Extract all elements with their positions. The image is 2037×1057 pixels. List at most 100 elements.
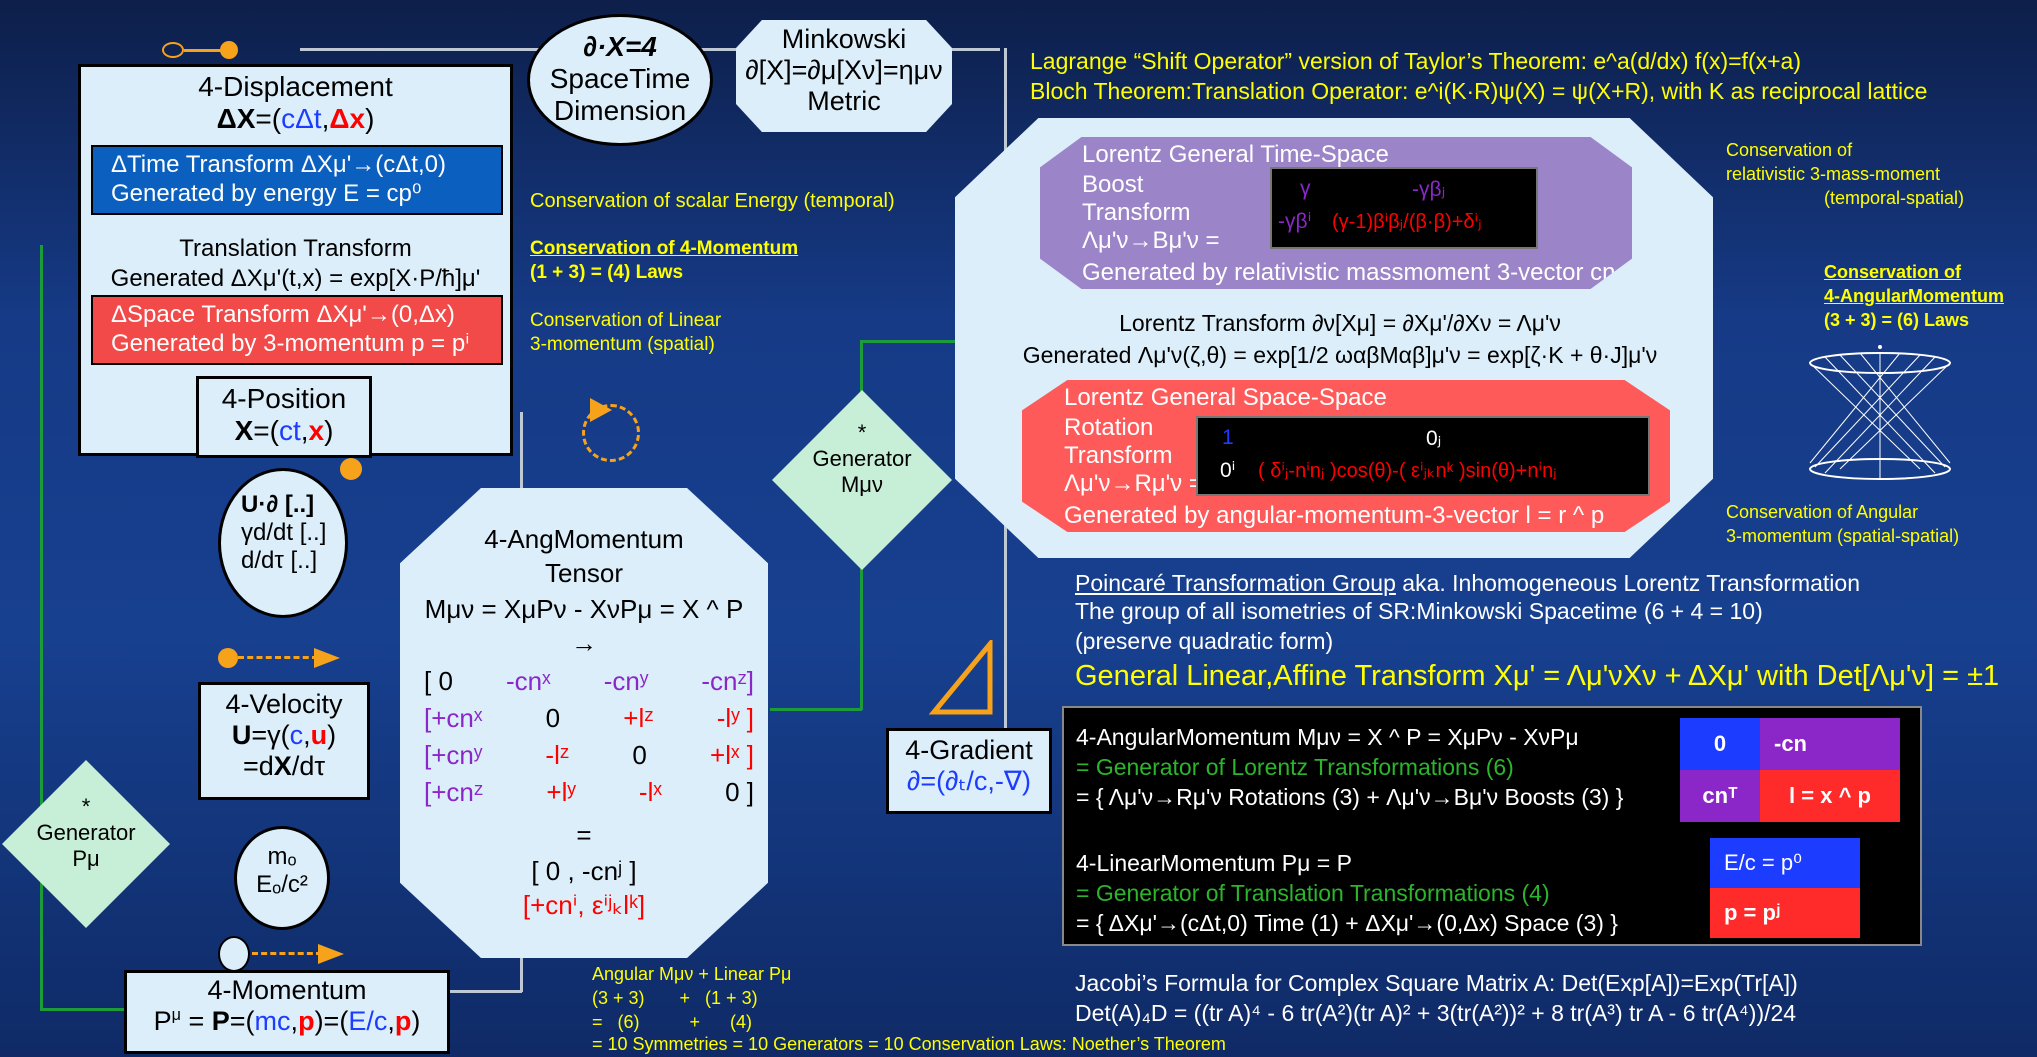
- position-box: 4-Position X=(ct,x): [196, 376, 372, 458]
- tensor-reduced-row2: [+cnⁱ, εⁱʲₖlᵏ]: [522, 890, 646, 920]
- orange-dashed-arrow-2: [218, 936, 348, 972]
- note-massmoment-l1: Conservation of: [1726, 140, 1853, 160]
- dimension-ellipse: ∂·X=4 SpaceTime Dimension: [527, 14, 713, 146]
- displacement-title: 4-Displacement: [198, 71, 393, 102]
- poincare-line1: Poincaré Transformation Group aka. Inhom…: [1075, 570, 1861, 596]
- lorentz-line2: Generated Λμ'ν(ζ,θ) = exp[1/2 ωαβMαβ]μ'ν…: [1022, 342, 1658, 368]
- boost-label2: Transform: [1082, 199, 1191, 226]
- operator-line1: U·∂ [..]: [241, 491, 315, 518]
- jacobi-line2: Det(A)₄D = ((tr A)⁴ - 6 tr(A²)(tr A)² + …: [1075, 1000, 1797, 1026]
- space-transform-line1: ΔSpace Transform ΔXμ'→(0,Δx): [111, 301, 455, 328]
- matrix-m-10: cnᵀ: [1680, 770, 1760, 822]
- tensor-title: 4-AngMomentum: [484, 524, 684, 554]
- boost-m22: (γ-1)βⁱβⱼ/(β·β)+δⁱⱼ: [1332, 211, 1482, 233]
- time-transform-panel: ΔTime Transform ΔXμ'→(cΔt,0) Generated b…: [91, 145, 503, 215]
- note-momentum-title: Conservation of 4-Momentum: [530, 238, 799, 259]
- velocity-title: 4-Velocity: [225, 689, 343, 719]
- velocity-line2: =dX/dτ: [243, 751, 325, 781]
- info-angular-line1: 4-AngularMomentum Mμν = X ^ P = XμPν - X…: [1076, 724, 1579, 750]
- info-linear-line2: = Generator of Translation Transformatio…: [1076, 880, 1550, 906]
- orange-dot: [340, 458, 362, 480]
- translation-transform-title: Translation Transform: [179, 235, 412, 262]
- note-angmom-laws: (3 + 3) = (6) Laws: [1824, 310, 1970, 330]
- slider-icon: [162, 40, 242, 60]
- position-title: 4-Position: [221, 383, 347, 414]
- generators-info-box: 4-AngularMomentum Mμν = X ^ P = XμPν - X…: [1062, 706, 1922, 946]
- boost-m11: γ: [1300, 177, 1311, 200]
- note-angular-l1: Conservation of Angular: [1726, 502, 1919, 522]
- translation-transform-generator: Generated ΔXμ'(t,x) = exp[X·P/ħ]μ': [110, 265, 481, 292]
- displacement-equation: ΔX=(cΔt,Δx): [216, 103, 375, 134]
- operator-line3: d/dτ [..]: [241, 547, 318, 574]
- rest-mass-line2: Eₒ/c²: [256, 871, 308, 898]
- time-transform-line2: Generated by energy E = cp⁰: [111, 180, 422, 207]
- summary-line2: (3 + 3) + (1 + 3): [592, 988, 758, 1008]
- gradient-box: 4-Gradient ∂=(∂ₜ/c,-∇): [886, 728, 1052, 814]
- rotation-m12: 0ⱼ: [1426, 427, 1442, 450]
- momentum-box: 4-Momentum Pμ = P=(mc,p)=(E/c,p): [124, 970, 450, 1054]
- green-line-to-lorentz: [860, 340, 960, 343]
- generator-vector-p: E/c = p⁰ p = pʲ: [1710, 838, 1860, 938]
- note-linear-line2: 3-momentum (spatial): [530, 334, 715, 355]
- note-massmoment-l2: relativistic 3-mass-moment: [1726, 164, 1941, 184]
- summary-line3: = (6) + (4): [592, 1012, 753, 1032]
- momentum-title: 4-Momentum: [207, 975, 367, 1005]
- note-angular-l2: 3-momentum (spatial-spatial): [1726, 526, 1960, 546]
- matrix-m-00: 0: [1680, 718, 1760, 770]
- boost-matrix: γ -γβⱼ -γβⁱ (γ-1)βⁱβⱼ/(β·β)+δⁱⱼ: [1270, 167, 1538, 249]
- hyperboloid-icon: [1809, 345, 1951, 480]
- info-linear-line3: = { ΔXμ'→(cΔt,0) Time (1) + ΔXμ'→(0,Δx) …: [1076, 910, 1618, 936]
- vector-p-0: E/c = p⁰: [1710, 838, 1860, 888]
- tensor-reduced-row1: [ 0 , -cnʲ ]: [531, 856, 637, 886]
- tensor-equation: Mμν = XμPν - XνPμ = X ^ P: [424, 594, 744, 624]
- top-line-bloch: Bloch Theorem:Translation Operator: e^i(…: [1030, 78, 1928, 104]
- velocity-box: 4-Velocity U=γ(c,u) =dX/dτ: [198, 682, 370, 800]
- rotation-panel: Lorentz General Space-Space Rotation Tra…: [1022, 380, 1670, 532]
- space-transform-panel: ΔSpace Transform ΔXμ'→(0,Δx) Generated b…: [91, 295, 503, 365]
- orange-arrow-head: [590, 398, 612, 422]
- rotation-title: Lorentz General Space-Space: [1064, 384, 1387, 411]
- velocity-line1: U=γ(c,u): [231, 720, 337, 750]
- boost-m12: -γβⱼ: [1412, 178, 1446, 201]
- momentum-equation: Pμ = P=(mc,p)=(E/c,p): [153, 1006, 421, 1036]
- info-linear-line1: 4-LinearMomentum Pμ = P: [1076, 850, 1352, 876]
- operator-line2: γd/dt [..]: [241, 519, 327, 546]
- rotation-label2: Transform: [1064, 442, 1173, 469]
- orange-dashed-arrow-1: [218, 648, 348, 668]
- rotation-label1: Rotation: [1064, 414, 1154, 441]
- poincare-line2: The group of all isometries of SR:Minkow…: [1075, 598, 1763, 624]
- rotation-m11: 1: [1222, 426, 1234, 449]
- green-line-left: [40, 245, 43, 1010]
- boost-panel: Lorentz General Time-Space Boost Transfo…: [1040, 137, 1632, 289]
- summary-line4: = 10 Symmetries = 10 Generators = 10 Con…: [592, 1034, 1226, 1054]
- boost-generator: Generated by relativistic massmoment 3-v…: [1082, 259, 1616, 286]
- rotation-m22: ( δⁱⱼ-nⁱnⱼ )cos(θ)-( εⁱⱼₖnᵏ )sin(θ)+nⁱnⱼ: [1258, 460, 1557, 482]
- space-transform-line2: Generated by 3-momentum p = pⁱ: [111, 330, 470, 357]
- rest-mass-line1: mₒ: [267, 843, 297, 870]
- poincare-line4: General Linear,Affine Transform Xμ' = Λμ…: [1075, 660, 2000, 692]
- note-angmom-title: Conservation of: [1824, 262, 1962, 282]
- matrix-m-11: l = x ^ p: [1760, 770, 1900, 822]
- boost-label1: Boost: [1082, 171, 1144, 198]
- metric-line3: Metric: [807, 86, 881, 116]
- rotation-generator: Generated by angular-momentum-3-vector l…: [1064, 502, 1605, 529]
- boost-m21: -γβⁱ: [1278, 210, 1312, 233]
- note-scalar-energy: Conservation of scalar Energy (temporal): [530, 190, 895, 212]
- dimension-line1: ∂·X=4: [583, 31, 657, 62]
- note-massmoment-l3: (temporal-spatial): [1824, 188, 1965, 208]
- orange-triangle-icon: [928, 640, 993, 715]
- note-momentum-laws: (1 + 3) = (4) Laws: [530, 262, 684, 283]
- position-equation: X=(ct,x): [234, 415, 334, 446]
- vector-p-1: p = pʲ: [1710, 888, 1860, 938]
- operator-ellipse: U·∂ [..] γd/dt [..] d/dτ [..]: [218, 468, 348, 618]
- poincare-line3: (preserve quadratic form): [1075, 628, 1334, 654]
- info-angular-line3: = { Λμ'ν→Rμ'ν Rotations (3) + Λμ'ν→Bμ'ν …: [1076, 784, 1624, 810]
- tensor-arrow: →: [571, 628, 597, 658]
- metric-line2: ∂[X]=∂μ[Xν]=ημν: [745, 55, 943, 85]
- note-angmom-title2: 4-AngularMomentum: [1824, 286, 2004, 306]
- connector-bottom: [450, 990, 522, 993]
- gradient-equation: ∂=(∂ₜ/c,-∇): [907, 766, 1031, 796]
- green-line-bottom: [40, 1008, 126, 1011]
